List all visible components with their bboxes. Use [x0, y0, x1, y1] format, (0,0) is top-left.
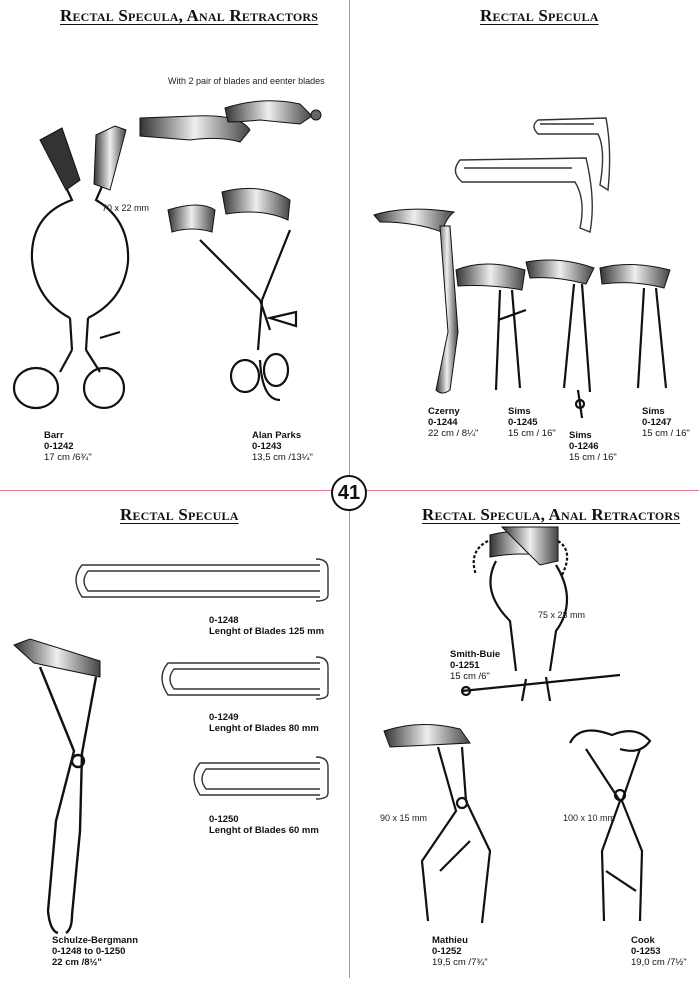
barr-and-alan-parks-illustration — [12, 100, 322, 410]
blades-note: With 2 pair of blades and eenter blades — [168, 76, 325, 86]
product-name: Sims — [508, 406, 531, 417]
product-caption-schulze-bergmann: Schulze-Bergmann 0-1248 to 0-1250 22 cm … — [52, 935, 138, 968]
product-size: 22 cm /8½" — [52, 957, 102, 968]
product-name: Sims — [642, 406, 665, 417]
product-caption-czerny: Czerny 0-1244 22 cm / 8¼" — [428, 406, 478, 439]
product-code: 0-1252 — [432, 946, 462, 957]
product-size: 15 cm / 16" — [569, 452, 617, 463]
product-code: 0-1251 — [450, 660, 480, 671]
product-name: Smith-Buie — [450, 649, 501, 660]
product-code: 0-1243 — [252, 441, 282, 452]
product-caption-sims-1245: Sims 0-1245 15 cm / 16" — [508, 406, 556, 439]
quadrant-bottom-right: Rectal Specula, Anal Retractors 75 x 23 … — [350, 491, 699, 981]
product-code: 0-1244 — [428, 417, 458, 428]
blade-length: Lenght of Blades 80 mm — [209, 723, 319, 734]
product-caption-cook: Cook 0-1253 19,0 cm /7½" — [631, 935, 687, 968]
product-caption-smith-buie: Smith-Buie 0-1251 15 cm /6" — [450, 649, 500, 682]
product-size: 19,0 cm /7½" — [631, 957, 687, 968]
page-title: Rectal Specula — [120, 505, 239, 524]
page-title: Rectal Specula, Anal Retractors — [422, 505, 681, 524]
product-name: Alan Parks — [252, 430, 302, 441]
quadrant-top-left: Rectal Specula, Anal Retractors With 2 p… — [0, 0, 349, 490]
product-name: Sims — [569, 430, 592, 441]
page-title: Rectal Specula, Anal Retractors — [60, 6, 319, 25]
dimension-label: 90 x 15 mm — [380, 813, 428, 823]
blade-caption-1248: 0-1248 Lenght of Blades 125 mm — [209, 615, 324, 637]
product-size: 15 cm / 16" — [508, 428, 556, 439]
page-title: Rectal Specula — [480, 6, 599, 25]
product-size: 19,5 cm /7¾" — [432, 957, 488, 968]
product-size: 17 cm /6¾" — [44, 452, 92, 463]
product-name: Mathieu — [432, 935, 468, 946]
product-caption-alan-parks: Alan Parks 0-1243 13,5 cm /13¼" — [252, 430, 313, 463]
dimension-label: 75 x 23 mm — [538, 610, 586, 620]
product-code: 0-1249 — [209, 712, 239, 723]
product-name: Barr — [44, 430, 64, 441]
product-caption-sims-1246: Sims 0-1246 15 cm / 16" — [569, 430, 617, 463]
product-size: 15 cm /6" — [450, 671, 490, 682]
dimension-label: 70 x 22 mm — [102, 203, 150, 213]
smith-buie-mathieu-cook-illustration — [383, 526, 652, 924]
blade-caption-1250: 0-1250 Lenght of Blades 60 mm — [209, 814, 319, 836]
product-code: 0-1248 to 0-1250 — [52, 946, 126, 957]
product-size: 15 cm / 16" — [642, 428, 690, 439]
quadrant-bottom-left: Rectal Specula 0-1248 Lenght of Blades 1… — [0, 491, 349, 981]
product-caption-mathieu: Mathieu 0-1252 19,5 cm /7¾" — [432, 935, 488, 968]
product-code: 0-1247 — [642, 417, 672, 428]
blade-length: Lenght of Blades 125 mm — [209, 626, 325, 637]
product-code: 0-1248 — [209, 615, 239, 626]
product-code: 0-1253 — [631, 946, 661, 957]
sims-and-czerny-illustration — [373, 117, 671, 419]
product-name: Czerny — [428, 406, 460, 417]
product-name: Schulze-Bergmann — [52, 935, 139, 946]
dimension-label: 100 x 10 mm — [563, 813, 616, 823]
product-code: 0-1246 — [569, 441, 599, 452]
product-name: Cook — [631, 935, 655, 946]
product-caption-sims-1247: Sims 0-1247 15 cm / 16" — [642, 406, 690, 439]
blade-caption-1249: 0-1249 Lenght of Blades 80 mm — [209, 712, 319, 734]
quadrant-top-right: Rectal Specula Czerny 0-1244 22 cm / 8¼"… — [350, 0, 699, 490]
product-code: 0-1250 — [209, 814, 239, 825]
product-size: 22 cm / 8¼" — [428, 428, 479, 439]
product-code: 0-1242 — [44, 441, 74, 452]
product-code: 0-1245 — [508, 417, 538, 428]
page-number-badge: 41 — [331, 475, 367, 511]
schulze-bergmann-illustration — [13, 558, 329, 935]
product-caption-barr: Barr 0-1242 17 cm /6¾" — [44, 430, 92, 463]
product-size: 13,5 cm /13¼" — [252, 452, 313, 463]
blade-length: Lenght of Blades 60 mm — [209, 825, 319, 836]
